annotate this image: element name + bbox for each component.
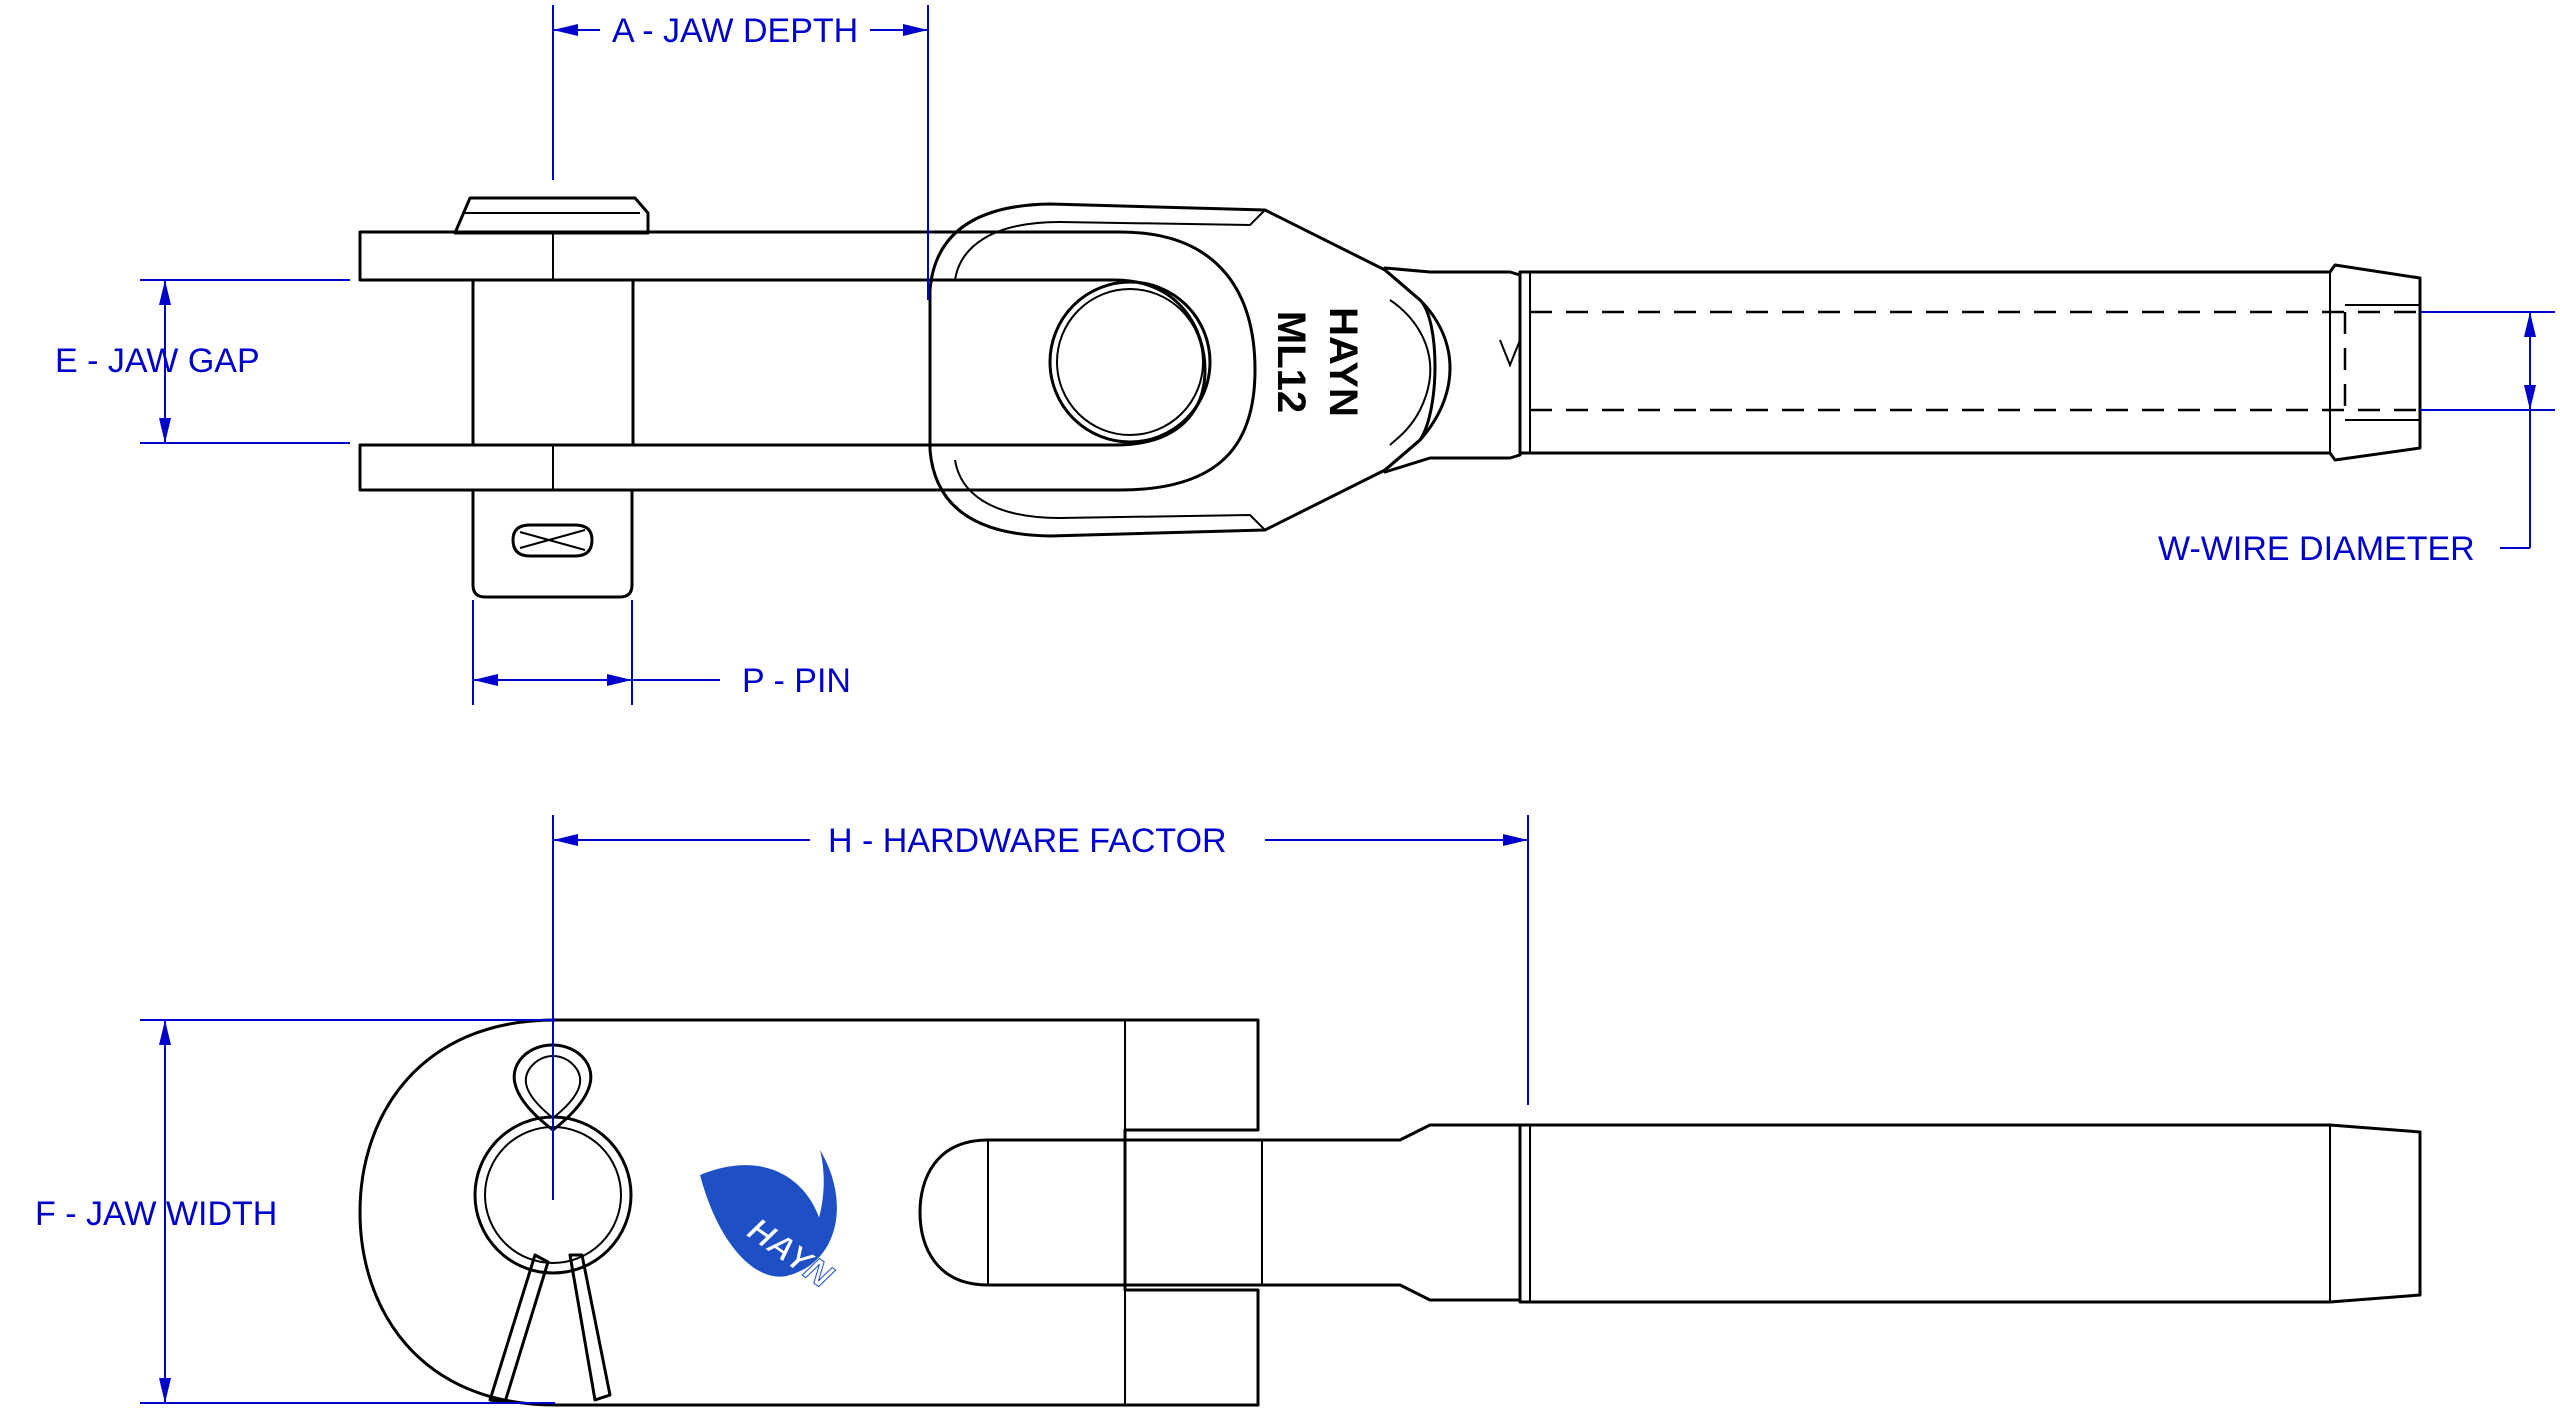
pin-tail [471, 488, 634, 599]
split-pin-hole [511, 523, 594, 558]
stamp-model: ML12 [1269, 311, 1313, 413]
dim-jaw-depth: A - JAW DEPTH [612, 12, 858, 50]
dimensions: A - JAW DEPTH E - JAW GAP W-WIRE DIAMETE… [35, 5, 2555, 1404]
jaw-fork [358, 230, 1257, 492]
dim-jaw-gap: E - JAW GAP [55, 342, 260, 380]
tongue-fitting [918, 1123, 1522, 1302]
dim-jaw-width: F - JAW WIDTH [35, 1195, 277, 1233]
pin-head [453, 196, 650, 235]
eye-pin-boss [1048, 280, 1212, 444]
neck-cone [1383, 268, 1437, 472]
swage-barrel [1518, 263, 2422, 462]
dim-pin: P - PIN [742, 662, 851, 700]
clevis-pin-shaft [471, 278, 635, 447]
jaw-body [358, 1018, 1260, 1407]
stamp-brand: HAYN [1321, 307, 1365, 417]
dim-wire-diameter: W-WIRE DIAMETER [2158, 530, 2475, 568]
swage-barrel-side [1518, 1123, 2422, 1304]
hayn-wave-logo-icon: HAYN [700, 1150, 841, 1297]
bottom-view: HAYN [358, 1018, 2422, 1407]
wire-bore-hidden [1530, 310, 2420, 412]
dim-hardware-factor: H - HARDWARE FACTOR [828, 822, 1227, 860]
top-view: ML12 HAYN [358, 196, 2422, 599]
eye-housing [928, 202, 1452, 538]
